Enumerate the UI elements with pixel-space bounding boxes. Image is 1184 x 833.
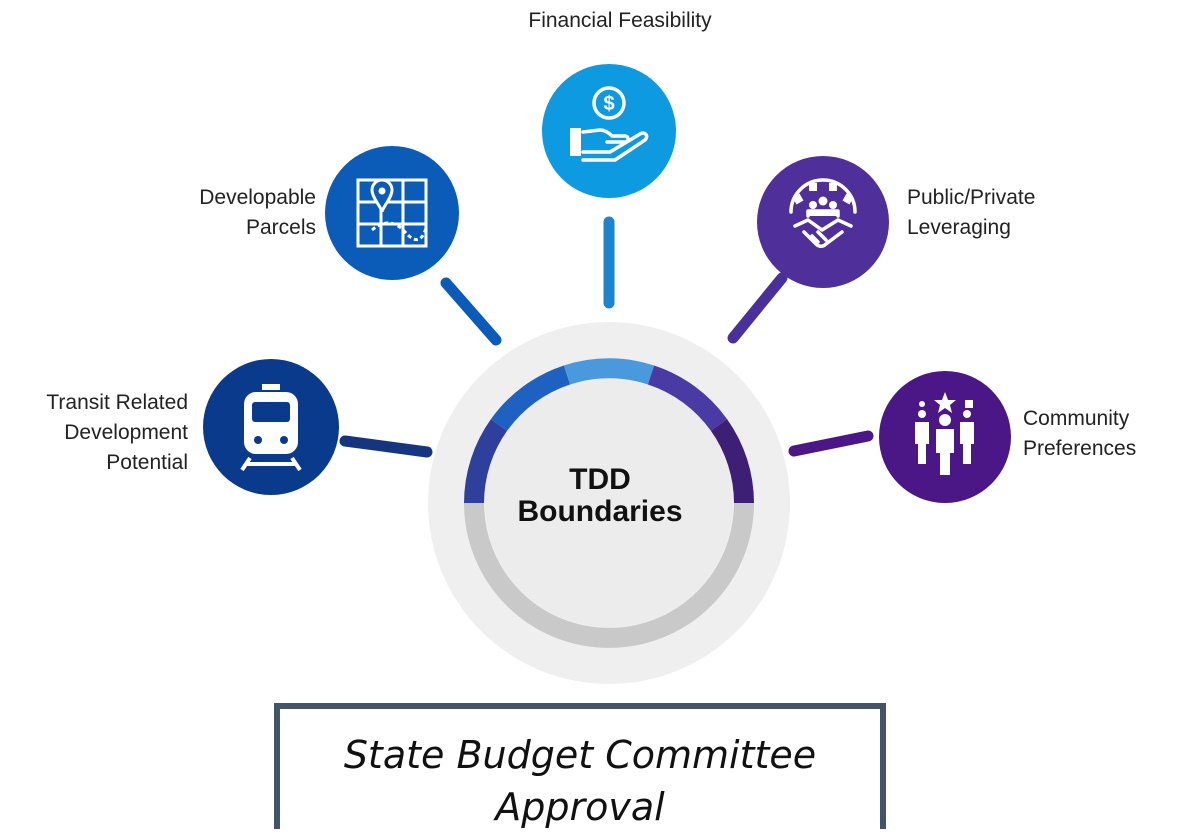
ring-segment-grey (464, 502, 754, 648)
ring-segment-left (464, 419, 508, 504)
node-financial: $ (542, 64, 676, 198)
approval-text: State Budget Committee Approval (343, 733, 817, 829)
connector-community (788, 430, 874, 457)
approval-box: State Budget Committee Approval (274, 703, 886, 829)
map-pin-grid-icon (356, 178, 428, 248)
node-public (757, 156, 889, 288)
label-financial-feasibility: Financial Feasibility (528, 9, 712, 32)
connector-public (727, 272, 788, 344)
node-community (879, 371, 1011, 503)
connector-transit (339, 435, 433, 458)
node-developable-circle (325, 146, 459, 280)
people-star-icon (915, 392, 974, 475)
label-public-private: Public/Private Leveraging (907, 186, 1036, 239)
center-title: TDD Boundaries (517, 463, 683, 528)
ring-segment-right (710, 419, 754, 504)
train-icon (240, 384, 302, 472)
label-developable-parcels: Developable Parcels (199, 186, 316, 239)
ring-segment-upper-right (647, 365, 728, 432)
progress-ring (464, 358, 754, 648)
connector-developable (440, 277, 502, 346)
center-inner-disc (485, 379, 733, 627)
node-developable (325, 146, 459, 280)
node-financial-circle (542, 64, 676, 198)
svg-text:$: $ (603, 93, 614, 115)
hand-coin-icon: $ (570, 86, 649, 162)
gear-handshake-icon (789, 178, 857, 248)
ring-segment-upper-left (490, 365, 571, 432)
label-transit-related: Transit Related Development Potential (46, 391, 188, 474)
node-transit (203, 359, 339, 495)
label-community-preferences: Community Preferences (1023, 407, 1137, 460)
node-public-circle (757, 156, 889, 288)
ring-segment-top (563, 358, 655, 385)
